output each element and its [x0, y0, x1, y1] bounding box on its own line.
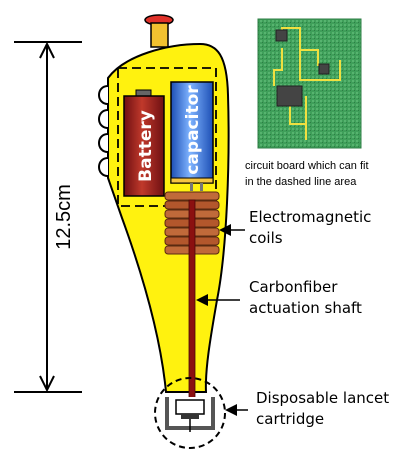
- coils-label-line1: Electromagnetic: [249, 208, 371, 226]
- lancet-label-line2: cartridge: [256, 410, 324, 428]
- electromagnetic-coils: [164, 191, 220, 255]
- circuit-board-image: [257, 18, 362, 149]
- coils-label-line2: coils: [249, 229, 283, 247]
- circuit-caption-line2: in the dashed line area: [245, 176, 357, 188]
- grip-notches: [98, 85, 109, 177]
- capacitor-label: capacitor: [183, 85, 203, 175]
- dimension-line: 12.5cm: [14, 41, 82, 393]
- circuit-caption-line1: circuit board which can fit: [245, 160, 369, 172]
- shaft-label-line2: actuation shaft: [249, 299, 362, 317]
- coils-callout: Electromagnetic coils: [219, 208, 371, 247]
- lancet-callout: Disposable lancet cartridge: [225, 389, 389, 428]
- lancet-label-line1: Disposable lancet: [256, 389, 389, 407]
- trigger-button: [144, 14, 174, 48]
- battery: Battery: [123, 89, 165, 197]
- battery-label: Battery: [136, 110, 156, 182]
- lancet-cartridge: [154, 377, 226, 449]
- shaft-callout: Carbonfiber actuation shaft: [196, 278, 362, 317]
- capacitor: capacitor: [170, 81, 214, 191]
- dimension-label: 12.5cm: [53, 184, 75, 250]
- shaft-label-line1: Carbonfiber: [249, 278, 338, 296]
